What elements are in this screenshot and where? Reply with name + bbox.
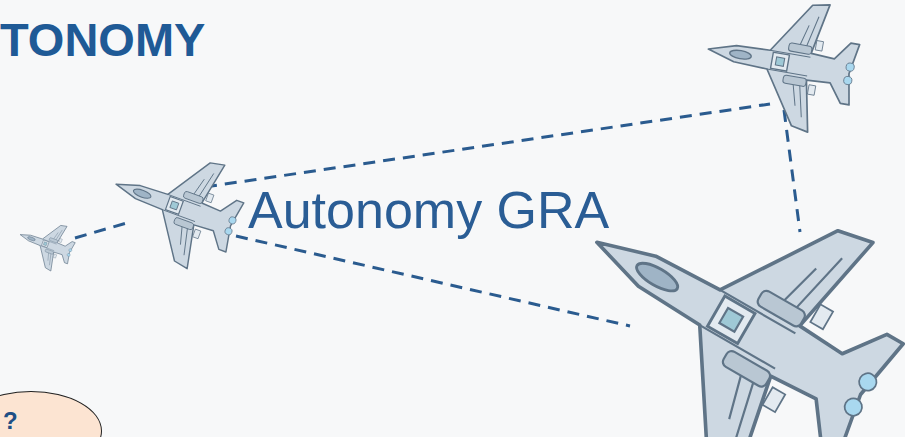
center-label: Autonomy GRA <box>248 182 609 238</box>
callout-bubble: ? <box>0 391 102 437</box>
dashed-link <box>236 236 630 326</box>
callout-text: ? <box>3 408 18 434</box>
dashed-link <box>205 104 770 187</box>
top-jet <box>697 0 865 138</box>
medium-jet <box>97 132 254 279</box>
small-jet <box>12 212 79 275</box>
dashed-link <box>75 222 130 238</box>
slide-title: TONOMY <box>0 14 205 66</box>
large-jet <box>528 123 905 437</box>
